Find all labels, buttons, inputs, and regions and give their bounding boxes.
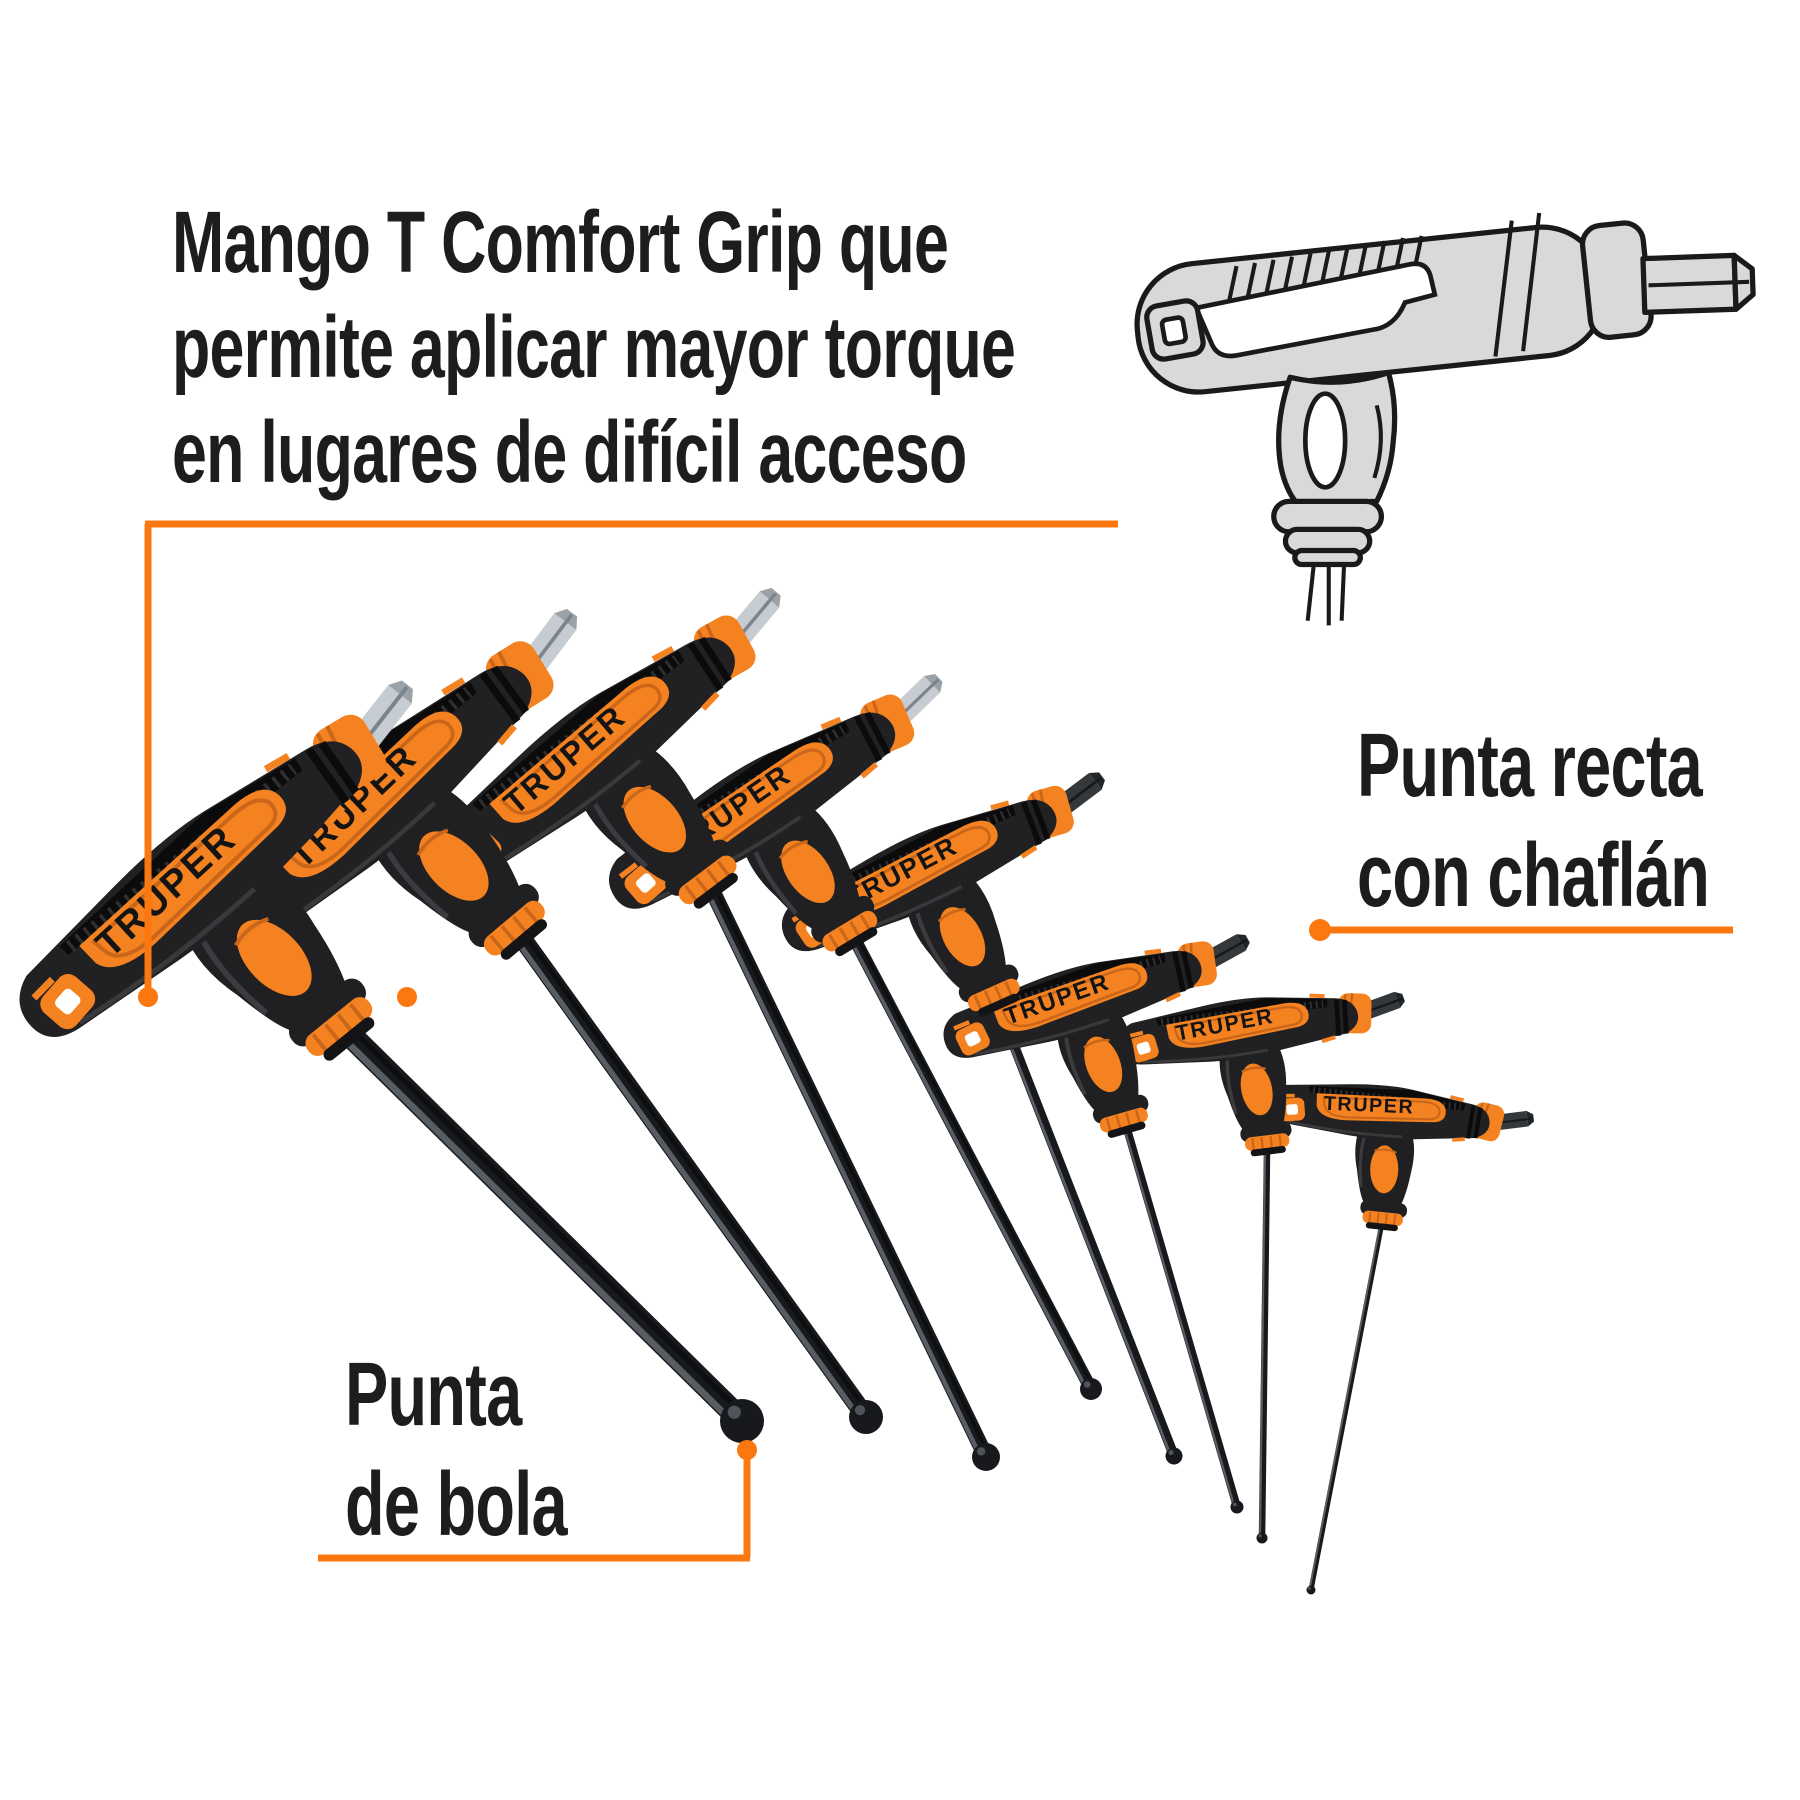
wrench-8-ball-tip — [1306, 1585, 1316, 1595]
wrench-2-ball-tip — [849, 1400, 883, 1434]
annotation-line: permite aplicar mayor torque — [172, 299, 1016, 396]
wrench-7: TRUPER — [1117, 991, 1405, 1157]
shafts-layer — [326, 870, 1387, 1595]
wrench-1: TRUPER — [19, 680, 413, 1061]
wrench-6-shaft — [1119, 1113, 1244, 1514]
wrench-5-ball-tip — [1165, 1447, 1183, 1465]
callout-lines-layer — [138, 520, 1733, 1562]
annotation-line: con chaflán — [1357, 826, 1710, 926]
wrench-3-shaft — [696, 870, 1000, 1471]
wrench-7-ball-tip — [1256, 1532, 1268, 1544]
svg-text:TRUPER: TRUPER — [1323, 1093, 1414, 1119]
annotation-line: Punta — [345, 1345, 522, 1445]
handle-callout-dot-2 — [397, 987, 417, 1007]
wrench-2-shaft — [502, 916, 883, 1434]
handle-callout-dot — [138, 987, 158, 1007]
ball-tip-callout-dot — [737, 1440, 757, 1460]
wrench-3-ball-tip — [972, 1443, 1000, 1471]
wrench-1-ball-tip — [720, 1399, 764, 1443]
handles-layer: TRUPER — [19, 587, 1535, 1232]
wrench-1-shaft — [326, 1011, 764, 1443]
wrench-5-shaft — [987, 987, 1183, 1465]
annotation-line: Mango T Comfort Grip que — [172, 194, 949, 291]
wrench-4-ball-tip — [1080, 1378, 1102, 1400]
annotation-line: en lugares de difícil acceso — [172, 404, 967, 501]
straight-tip-callout-dot — [1309, 919, 1331, 941]
wrench-8: TRUPER — [1269, 1084, 1535, 1232]
wrench-6-ball-tip — [1230, 1500, 1244, 1514]
straight-tip-annotation: Punta recta con chaflán — [1357, 711, 1800, 931]
wrench-7-shaft — [1256, 1137, 1271, 1544]
ball-tip-annotation: Punta de bola — [345, 1340, 653, 1560]
t-handle-line-art-icon — [1134, 212, 1756, 626]
wrench-8-shaft — [1306, 1213, 1387, 1595]
handle-annotation: Mango T Comfort Grip que permite aplicar… — [172, 190, 1343, 505]
annotation-line: de bola — [345, 1455, 568, 1555]
annotation-line: Punta recta — [1357, 716, 1703, 816]
wrench-4-shaft — [841, 922, 1102, 1400]
